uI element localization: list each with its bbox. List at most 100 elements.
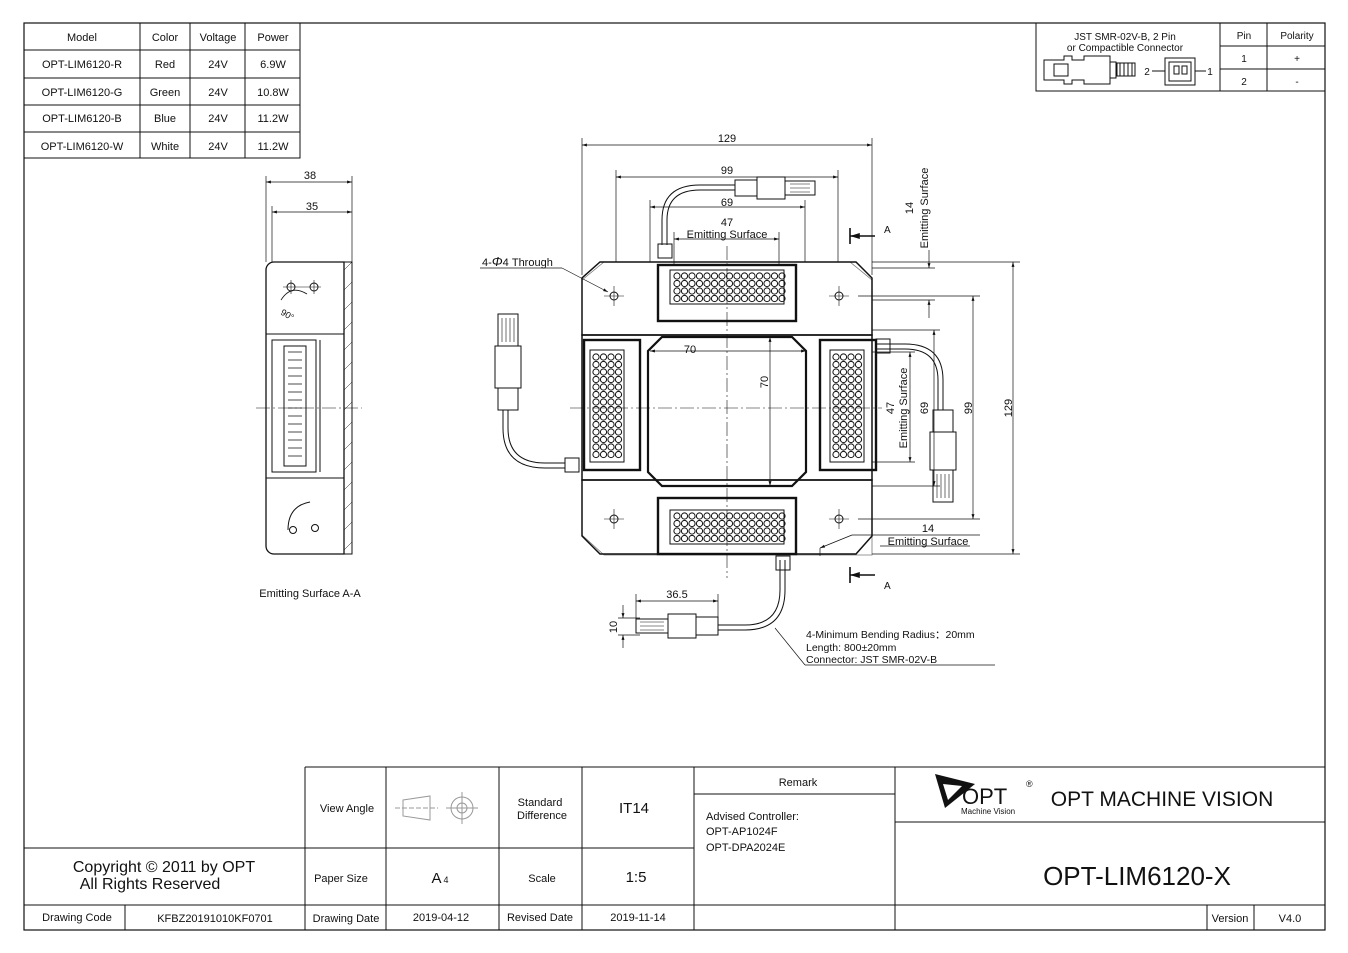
led-dot [718,294,726,303]
logo-text: OPT [962,784,1007,809]
dim-99-right: 99 [963,402,975,414]
led-dot [592,413,600,421]
led-dot [740,279,749,288]
led-dot [847,428,855,436]
side-view [256,176,362,555]
led-dot [847,405,855,414]
led-dot [748,279,756,288]
spec-cell: OPT-LIM6120-R [42,59,122,71]
led-dot [607,428,615,436]
front-view [480,138,1020,666]
led-dot [770,287,779,295]
led-dot [748,519,756,528]
led-dot [688,279,696,288]
led-dot [718,512,726,520]
logo-registered: ® [1026,779,1033,789]
standard-difference-value: IT14 [619,800,649,817]
led-dot [839,405,848,414]
led-dot [592,375,600,384]
led-dot [770,527,779,535]
led-dot [688,534,696,543]
led-dot [607,450,615,459]
led-dot [599,368,608,376]
led-dot [733,279,741,288]
spec-cell: OPT-LIM6120-G [42,87,123,99]
spec-cell: 10.8W [257,87,289,99]
led-dot [614,383,623,391]
cable-note-3: Connector: JST SMR-02V-B [806,654,937,666]
led-dot [763,512,771,520]
led-dot [680,272,689,280]
dim-70-horizontal: 70 [684,344,696,356]
led-dot [599,435,608,444]
led-dot [847,383,855,391]
led-dot [839,383,848,391]
led-dot [710,527,719,535]
pin-right-label: 1 [1207,67,1213,78]
led-dot [778,294,786,303]
led-dot [748,287,756,295]
dim-10: 10 [608,621,620,633]
led-dot [755,294,764,303]
copyright-line1: Copyright © 2011 by OPT [73,859,255,876]
product-code: OPT-LIM6120-X [1043,861,1231,891]
led-dot [770,272,779,280]
led-dot [725,527,734,535]
led-dot [763,279,771,288]
dim-99-top: 99 [721,165,733,177]
led-dot [703,272,711,280]
led-dot [748,512,756,520]
spec-cell: 24V [208,87,228,99]
led-dot [854,390,863,399]
led-dot [599,413,608,421]
spec-cell: 24V [208,113,228,125]
spec-table: Model Color Voltage Power OPT-LIM6120-R … [23,22,301,159]
led-dot [778,287,786,295]
view-angle-label: View Angle [320,803,374,815]
pin-header: Pin [1237,31,1251,42]
led-dot [614,375,623,384]
led-dot [695,527,704,535]
led-dot [599,450,608,459]
led-dot [725,272,734,280]
led-dot [607,420,615,429]
led-dot [847,435,855,444]
cable-note-1: 4-Minimum Bending Radius：20mm [806,629,975,641]
remark-line-3: OPT-DPA2024E [706,842,785,854]
led-dot [839,420,848,429]
led-dot [854,450,863,459]
revised-date-label: Revised Date [507,912,573,924]
led-dot [599,383,608,391]
led-dot [673,279,681,288]
standard-difference-label: Standard [518,797,563,809]
led-dot [688,287,696,295]
led-dot [854,413,863,421]
led-dot [854,368,863,376]
dim-69-top: 69 [721,197,733,209]
dim-70-vertical: 70 [759,376,771,388]
led-dot [614,353,623,361]
led-dot [854,375,863,384]
led-dot [703,287,711,295]
led-dot [778,512,786,520]
led-dot [748,294,756,303]
led-dot [839,368,848,376]
led-dot [832,390,840,399]
dim-129-right: 129 [1003,399,1015,417]
led-dot [839,413,848,421]
dim-14-bottom: 14 [922,523,934,535]
side-dim-38: 38 [304,170,316,182]
led-dot [847,443,855,451]
led-dot [680,279,689,288]
section-a-bottom: A [884,581,891,592]
led-dot [755,512,764,520]
led-dot [778,272,786,280]
version-value: V4.0 [1279,913,1302,925]
led-dot [755,534,764,543]
connector-title-line1: JST SMR-02V-B, 2 Pin [1074,32,1176,43]
led-dot [740,527,749,535]
led-dot [718,272,726,280]
spec-cell: OPT-LIM6120-W [41,141,124,153]
led-dot [688,527,696,535]
led-dot [770,512,779,520]
